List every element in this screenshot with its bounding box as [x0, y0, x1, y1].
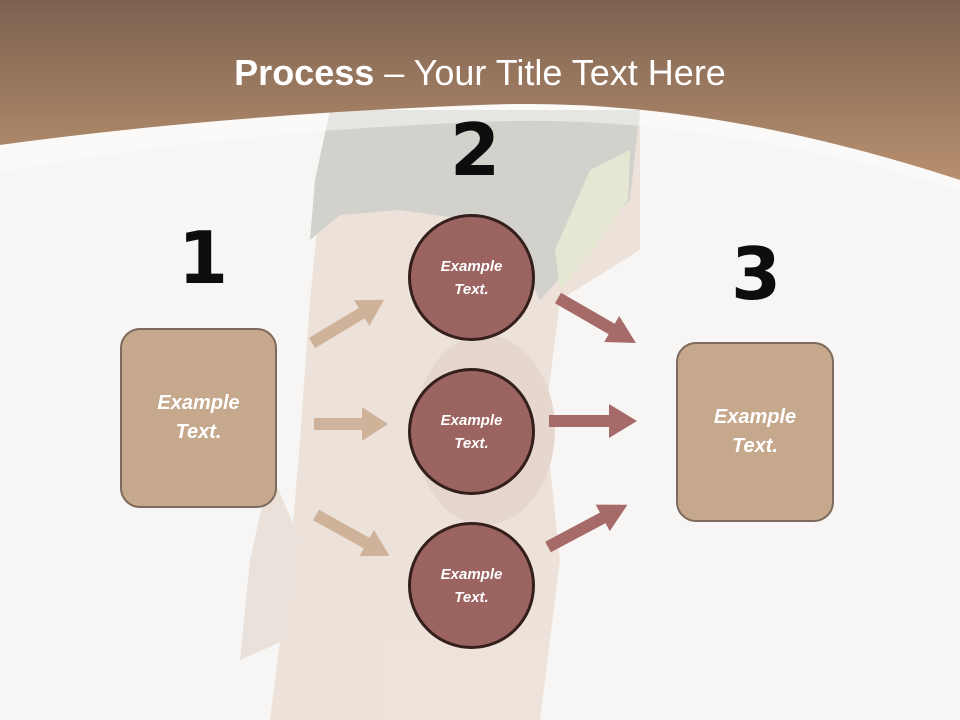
step-number-1: 1 — [178, 216, 229, 300]
circle-top-line-1: Example — [440, 257, 503, 275]
arrow-to-circle-top — [308, 299, 385, 349]
arrow-from-circle-middle — [549, 404, 637, 438]
step-1-box: Example Text. — [120, 328, 277, 508]
step-3-box-line-1: Example — [713, 406, 797, 428]
slide-title: Process – Your Title Text Here — [0, 52, 960, 94]
step-2-circle-middle: Example Text. — [408, 368, 535, 495]
title-bold-part: Process — [234, 52, 375, 93]
step-2-circle-top: Example Text. — [408, 214, 535, 341]
arrow-to-circle-bottom — [313, 509, 390, 557]
step-3-box: Example Text. — [676, 342, 834, 522]
header-swoosh — [0, 103, 960, 190]
step-3-box-line-2: Text. — [732, 435, 778, 457]
circle-bottom-line-2: Text. — [454, 588, 489, 606]
arrows-right — [545, 292, 637, 553]
header-band — [0, 0, 960, 180]
step-1-box-line-1: Example — [157, 392, 240, 414]
arrow-from-circle-bottom — [545, 504, 628, 553]
circle-middle-line-2: Text. — [454, 434, 489, 452]
circle-bottom-line-1: Example — [440, 565, 503, 583]
circle-middle-line-1: Example — [440, 411, 503, 429]
arrow-from-circle-top — [555, 292, 636, 343]
step-number-2: 2 — [450, 108, 501, 192]
arrow-to-circle-middle — [314, 407, 388, 441]
circle-top-line-2: Text. — [454, 280, 489, 298]
arrows-left — [308, 299, 390, 557]
title-rest: – Your Title Text Here — [374, 52, 726, 93]
step-2-circle-bottom: Example Text. — [408, 522, 535, 649]
step-number-3: 3 — [731, 232, 782, 316]
step-1-box-line-2: Text. — [175, 421, 222, 443]
